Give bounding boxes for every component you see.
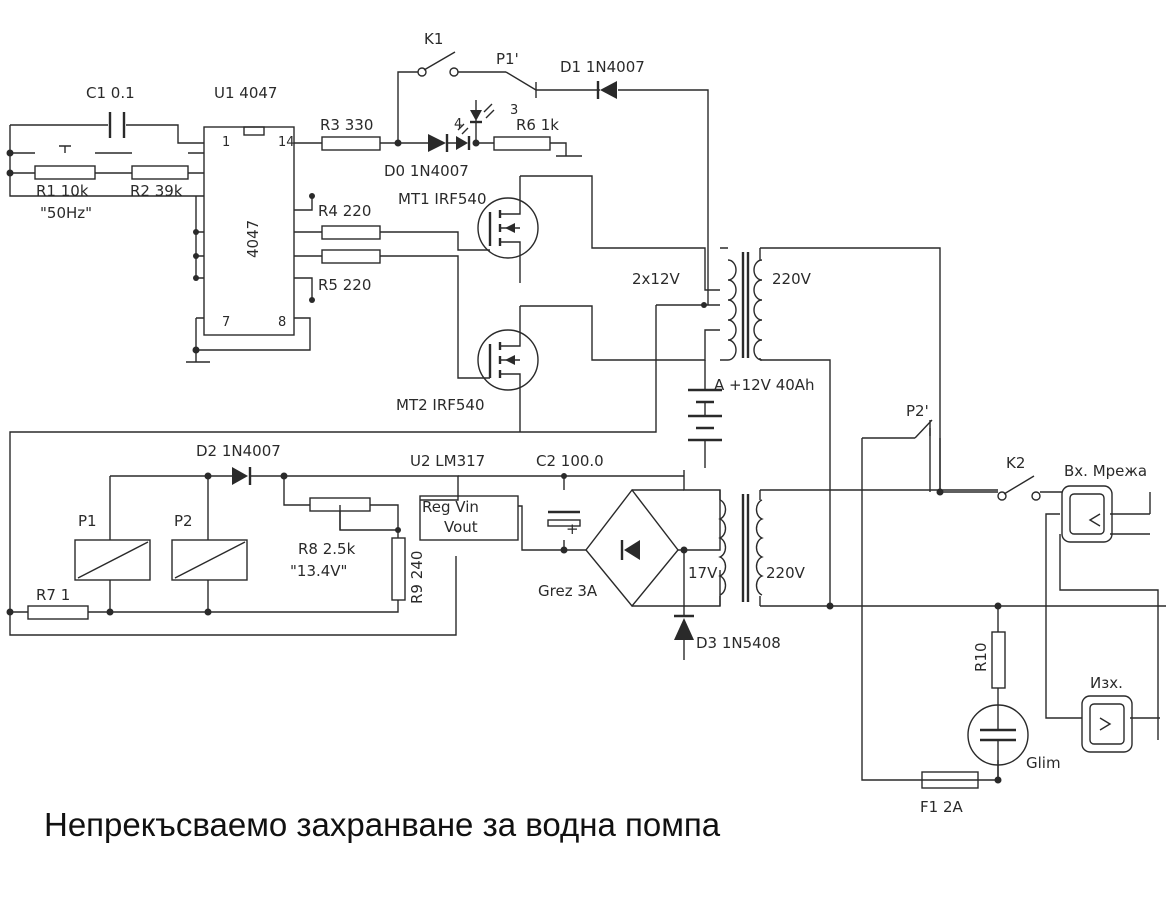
- mosfet-mt2: [477, 329, 539, 393]
- transformer-charger: [718, 490, 764, 606]
- output-socket: [1081, 695, 1133, 753]
- label-220v-bottom: 220V: [766, 564, 806, 582]
- relay-coil-p2: [171, 520, 248, 581]
- label-reg-vin: Reg Vin: [422, 498, 479, 516]
- battery: [688, 388, 722, 442]
- switch-k2: [997, 475, 1041, 501]
- diode-d2: [232, 467, 252, 485]
- label-d3: D3 1N5408: [696, 634, 781, 652]
- label-grez: Grez 3A: [538, 582, 598, 600]
- label-battery: A +12V 40Ah: [714, 376, 815, 394]
- capacitor-c1: [108, 112, 126, 138]
- diode-d3: [674, 614, 694, 640]
- capacitor-c2: [547, 510, 581, 527]
- label-17v: 17V: [688, 564, 718, 582]
- resistor-r5: [321, 249, 381, 264]
- label-pin3: 3: [510, 103, 518, 118]
- label-r7: R7 1: [36, 586, 70, 604]
- resistor-r6: [493, 136, 551, 151]
- neon-lamp-glim: [967, 704, 1029, 766]
- transformer-main: [720, 247, 763, 361]
- label-13-4v: "13.4V": [290, 562, 347, 580]
- fuse-f1: [921, 771, 979, 789]
- label-pin7: 7: [222, 315, 230, 330]
- label-50hz: "50Hz": [40, 204, 92, 222]
- potentiometer-r8: [309, 497, 371, 530]
- label-r4: R4 220: [318, 202, 371, 220]
- label-output: Изх.: [1090, 674, 1123, 692]
- label-k2: K2: [1006, 454, 1025, 472]
- label-u2: U2 LM317: [410, 452, 485, 470]
- label-mt1: MT1 IRF540: [398, 190, 487, 208]
- label-p1-contact: P1': [496, 50, 519, 68]
- label-r6: R6 1k: [516, 116, 559, 134]
- label-r8: R8 2.5k: [298, 540, 356, 558]
- led-indicators: [456, 100, 495, 150]
- label-f1: F1 2A: [920, 798, 963, 816]
- label-d0: D0 1N4007: [384, 162, 469, 180]
- label-c2: C2 100.0: [536, 452, 604, 470]
- wires: [9, 71, 1166, 781]
- label-p2-contact: P2': [906, 402, 929, 420]
- junction-dots: [6, 139, 1002, 784]
- label-d2: D2 1N4007: [196, 442, 281, 460]
- regulator-u2-lm317: [419, 495, 519, 541]
- label-p1: P1: [78, 512, 97, 530]
- resistor-r4: [321, 225, 381, 240]
- diode-d1: [596, 81, 617, 99]
- label-u1: U1 4047: [214, 84, 277, 102]
- label-glim: Glim: [1026, 754, 1061, 772]
- resistor-r2: [131, 165, 189, 180]
- resistor-r3: [321, 136, 381, 151]
- label-r10: R10: [972, 642, 990, 672]
- resistor-r1: [34, 165, 96, 180]
- resistor-r7: [27, 605, 89, 620]
- label-2x12v: 2x12V: [632, 270, 681, 288]
- label-d1: D1 1N4007: [560, 58, 645, 76]
- label-pin14: 14: [278, 135, 295, 150]
- label-k1: K1: [424, 30, 443, 48]
- resistor-r9: [391, 537, 406, 601]
- label-pin1: 1: [222, 135, 230, 150]
- component-labels: C1 0.1 U1 4047 K1 P1' D1 1N4007 R3 330 1…: [36, 30, 1147, 816]
- mosfet-mt1: [470, 192, 539, 259]
- label-pin4: 4: [454, 117, 462, 132]
- relay-coil-p1: [74, 520, 151, 581]
- label-r5: R5 220: [318, 276, 371, 294]
- bridge-rectifier: [585, 488, 679, 608]
- label-mt2: MT2 IRF540: [396, 396, 485, 414]
- mains-input-plug: [1061, 485, 1113, 543]
- label-r1: R1 10k: [36, 182, 89, 200]
- switch-k1: [417, 51, 459, 77]
- label-vout: Vout: [444, 518, 478, 536]
- label-chip: 4047: [244, 220, 262, 258]
- label-p2: P2: [174, 512, 193, 530]
- relay-contact-p1: [505, 71, 537, 98]
- diagram-title: Непрекъсваемо захранване за водна помпа: [44, 806, 721, 843]
- ic-u1-4047: [203, 126, 295, 336]
- diode-d0: [418, 134, 456, 152]
- label-c1: C1 0.1: [86, 84, 135, 102]
- label-mains-input: Вх. Мрежа: [1064, 462, 1147, 480]
- label-r3: R3 330: [320, 116, 373, 134]
- resistor-r10: [991, 631, 1006, 689]
- label-220v-top: 220V: [772, 270, 812, 288]
- relay-contact-p2: [914, 419, 933, 439]
- label-r9: R9 240: [408, 551, 426, 604]
- label-r2: R2 39k: [130, 182, 183, 200]
- label-c2-plus: +: [566, 520, 579, 538]
- label-pin8: 8: [278, 315, 286, 330]
